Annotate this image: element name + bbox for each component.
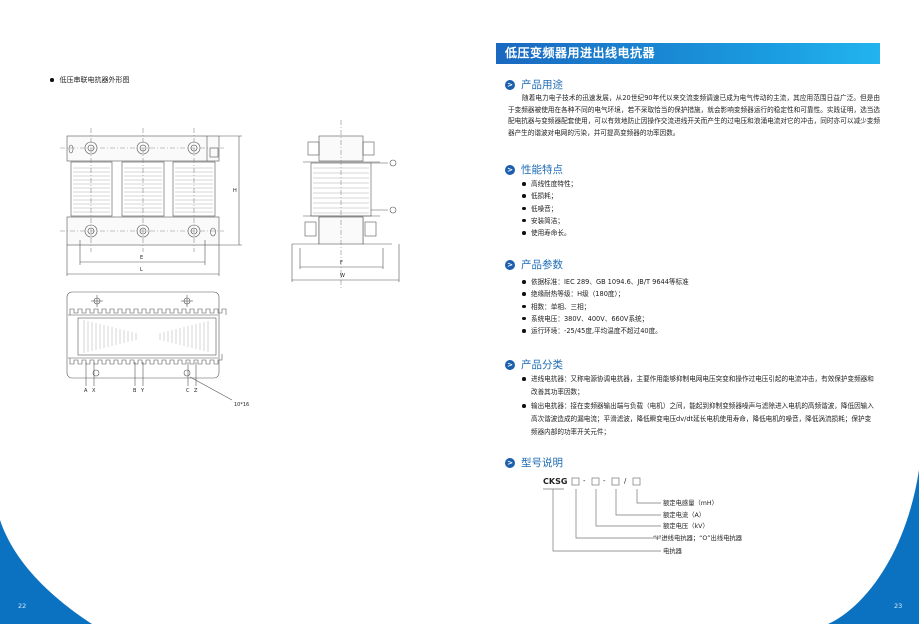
model-label-voltage: 额定电压（kV）	[663, 523, 709, 530]
features-list: 高线性度特性； 低损耗； 低噪音； 安装简洁； 使用寿命长。	[522, 178, 880, 239]
params-list: 依据标准：IEC 289、GB 1094.6、JB/T 9644等标准 绝缘耐热…	[522, 276, 880, 337]
model-label-type: “I”进线电抗器；“O”出线电抗器	[653, 535, 743, 542]
list-item: 进线电抗器：又称电源协调电抗器，主要作用能够抑制电网电压突变和操作过电压引起的电…	[522, 373, 874, 399]
page-number-right: 23	[894, 602, 903, 610]
dim-label-e: E	[140, 255, 144, 261]
list-item: 高线性度特性；	[522, 178, 880, 190]
bottom-view	[66, 291, 233, 401]
front-view	[60, 128, 242, 276]
heading-text: 产品分类	[521, 359, 563, 371]
side-view	[291, 120, 400, 290]
model-code-diagram	[543, 477, 661, 552]
list-item: 依据标准：IEC 289、GB 1094.6、JB/T 9644等标准	[522, 276, 880, 288]
dim-label-l: L	[140, 267, 143, 273]
drawing-caption: 低压串联电抗器外形图	[50, 75, 130, 85]
terminal-b: B	[133, 388, 137, 394]
model-label-current: 额定电流（A）	[663, 512, 706, 519]
arrow-circle-icon: >	[505, 259, 515, 270]
categories-list: 进线电抗器：又称电源协调电抗器，主要作用能够抑制电网电压突变和操作过电压引起的电…	[522, 373, 874, 439]
list-item: 绝缘耐热等级：H级（180度）；	[522, 288, 880, 300]
dim-label-f: F	[340, 260, 343, 266]
list-item: 系统电压：380V、400V、660V系统；	[522, 313, 880, 325]
heading-text: 型号说明	[521, 457, 563, 469]
reactor-outline-drawing	[60, 120, 400, 401]
list-item: 输出电抗器：接在变频器输出端与负载（电机）之间，能起到抑制变频器噪声与滤除进入电…	[522, 400, 874, 439]
terminal-a: A	[84, 388, 88, 394]
section-heading-categories: > 产品分类	[505, 357, 563, 372]
separator: /	[624, 477, 627, 485]
list-item: 安装简洁；	[522, 215, 880, 227]
separator: -	[583, 477, 586, 485]
usage-paragraph: 随着电力电子技术的迅速发展，从20世纪90年代以来交流变频调速已成为电气传动的主…	[508, 94, 880, 137]
arrow-circle-icon: >	[505, 359, 515, 370]
model-code: CKSG	[543, 477, 568, 486]
section-heading-features: > 性能特点	[505, 162, 563, 177]
page-title: 低压变频器用进出线电抗器	[496, 43, 880, 64]
model-label-reactor: 电抗器	[663, 548, 682, 555]
terminal-z: Z	[194, 388, 198, 394]
model-label-inductance: 额定电感量（mH）	[663, 500, 718, 507]
page-number-left: 22	[18, 602, 27, 610]
bullet-icon	[50, 78, 54, 82]
list-item: 使用寿命长。	[522, 227, 880, 239]
heading-text: 产品参数	[521, 259, 563, 271]
section-heading-params: > 产品参数	[505, 257, 563, 272]
heading-text: 产品用途	[521, 79, 563, 91]
list-item: 低噪音；	[522, 203, 880, 215]
terminal-y: Y	[141, 388, 145, 394]
arrow-circle-icon: >	[505, 164, 515, 175]
arrow-circle-icon: >	[505, 79, 515, 90]
arrow-circle-icon: >	[505, 457, 515, 468]
terminal-c: C	[186, 388, 190, 394]
list-item: 相数：单相、三相；	[522, 301, 880, 313]
section-heading-usage: > 产品用途	[505, 77, 563, 92]
list-item: 低损耗；	[522, 190, 880, 202]
dim-label-w: W	[340, 273, 345, 279]
separator: -	[603, 477, 606, 485]
dim-label-h: H	[233, 188, 237, 194]
section-heading-model: > 型号说明	[505, 455, 563, 470]
list-item: 运行环境：-25/45度,平均温度不超过40度。	[522, 325, 880, 337]
terminal-x: X	[92, 388, 96, 394]
caption-text: 低压串联电抗器外形图	[59, 76, 130, 84]
heading-text: 性能特点	[521, 164, 563, 176]
hole-size-label: 10*16	[234, 402, 250, 408]
